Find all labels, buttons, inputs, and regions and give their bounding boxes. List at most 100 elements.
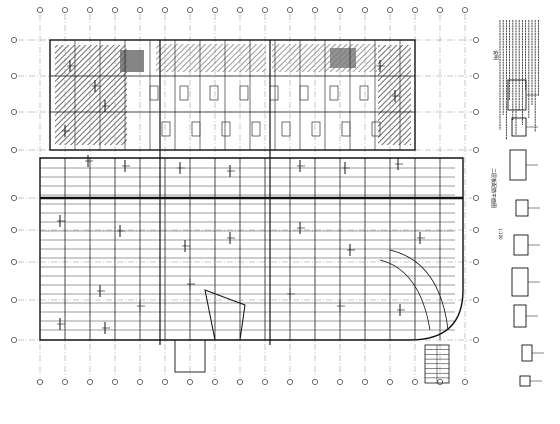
axis-bubble — [237, 379, 243, 385]
stair-core-left — [120, 50, 144, 72]
detail-section — [507, 79, 527, 111]
detail-section — [509, 149, 527, 181]
hatched-zone-top-a — [156, 44, 266, 72]
upper-block — [49, 39, 416, 151]
axis-bubble — [462, 7, 468, 13]
axis-bubble — [287, 7, 293, 13]
axis-bubble — [312, 7, 318, 13]
axis-bubble — [11, 73, 17, 79]
axis-bubble — [37, 7, 43, 13]
slab-tag — [281, 121, 291, 137]
slab-tag — [149, 85, 159, 101]
detail-section — [513, 234, 529, 256]
axis-bubble — [11, 195, 17, 201]
axis-bubble — [473, 37, 479, 43]
axis-bubble — [62, 7, 68, 13]
axis-bubble — [262, 379, 268, 385]
plan-caption: 二层板配筋平面图 — [490, 168, 497, 208]
notes-panel: 说明 二层板配筋平面图 1:100 — [490, 20, 544, 387]
axis-bubble — [473, 109, 479, 115]
lower-block-beams — [40, 40, 455, 345]
detail-section — [515, 199, 529, 217]
slab-tag — [299, 85, 309, 101]
axis-bubble — [112, 379, 118, 385]
axis-bubble — [312, 379, 318, 385]
axis-bubble — [162, 7, 168, 13]
scale-label: 1:100 — [498, 228, 503, 240]
axis-bubble — [473, 147, 479, 153]
slab-tag — [269, 85, 279, 101]
axis-bubble — [37, 379, 43, 385]
upper-block-beams — [50, 40, 415, 150]
axis-bubble — [362, 379, 368, 385]
axis-bubble — [387, 7, 393, 13]
detail-section — [511, 117, 527, 137]
axis-bubble — [437, 379, 443, 385]
slab-tag — [161, 121, 171, 137]
slab-tag — [179, 85, 189, 101]
axis-bubble — [187, 7, 193, 13]
detail-section — [511, 267, 529, 297]
hatched-zone-top-b — [272, 44, 377, 72]
slab-tag — [341, 121, 351, 137]
slab-tag — [209, 85, 219, 101]
axis-bubble — [11, 147, 17, 153]
curved-ramp-line-outer — [389, 249, 449, 331]
axis-bubble — [11, 227, 17, 233]
axis-bubble — [137, 379, 143, 385]
axis-bubble — [412, 7, 418, 13]
slab-tag — [359, 85, 369, 101]
axis-bubble — [212, 379, 218, 385]
axis-bubble — [162, 379, 168, 385]
detail-section — [519, 375, 531, 387]
entrance-outline — [204, 289, 246, 341]
axis-bubble — [473, 73, 479, 79]
axis-bubble — [437, 7, 443, 13]
slab-tag — [239, 85, 249, 101]
curved-ramp-line — [379, 259, 431, 331]
axis-bubble — [11, 259, 17, 265]
section-details — [507, 79, 544, 387]
axis-bubble — [187, 379, 193, 385]
axis-bubble — [87, 379, 93, 385]
axis-bubble — [473, 259, 479, 265]
stair-core-right — [330, 48, 356, 68]
detail-section — [521, 344, 533, 362]
axis-bubble — [337, 379, 343, 385]
lower-block-outline — [39, 157, 464, 341]
notes-text-lines — [499, 20, 539, 140]
axis-bubble — [473, 227, 479, 233]
slab-tag — [311, 121, 321, 137]
axis-bubble — [87, 7, 93, 13]
axis-bubble — [112, 7, 118, 13]
rebar-annotations — [57, 60, 425, 334]
axis-grid-bubbles — [11, 7, 479, 385]
axis-bubble — [337, 7, 343, 13]
legend-table-rows — [425, 345, 449, 383]
axis-bubble — [11, 109, 17, 115]
slab-tag — [221, 121, 231, 137]
axis-bubble — [237, 7, 243, 13]
axis-bubble — [412, 379, 418, 385]
slab-tag — [251, 121, 261, 137]
detail-section — [513, 304, 527, 328]
axis-bubble — [262, 7, 268, 13]
legend-table — [424, 344, 450, 384]
axis-bubble — [11, 297, 17, 303]
axis-bubble — [387, 379, 393, 385]
lower-block — [39, 40, 464, 373]
slab-tag — [371, 121, 381, 137]
axis-bubble — [473, 195, 479, 201]
slab-tag — [329, 85, 339, 101]
slab-tag — [191, 121, 201, 137]
axis-bubble — [137, 7, 143, 13]
hatched-zone-left — [55, 45, 127, 145]
notes-heading: 说明 — [492, 50, 499, 60]
axis-bubble — [362, 7, 368, 13]
axis-bubble — [62, 379, 68, 385]
axis-bubble — [473, 297, 479, 303]
axis-bubble — [11, 337, 17, 343]
axis-bubble — [462, 379, 468, 385]
axis-bubble — [287, 379, 293, 385]
